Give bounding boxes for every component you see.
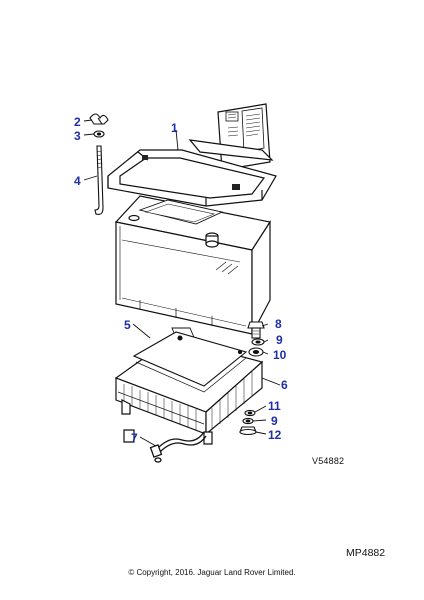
nut xyxy=(239,426,257,436)
drawing-reference: V54882 xyxy=(312,456,345,466)
illustration-reference: MP4882 xyxy=(346,547,386,559)
callout-10: 10 xyxy=(273,348,287,362)
washer-lower xyxy=(244,409,256,417)
callout-3: 3 xyxy=(74,129,81,143)
leader-lines xyxy=(83,119,281,447)
callout-9-lower: 9 xyxy=(271,414,278,428)
callout-1: 1 xyxy=(171,121,178,135)
insulation-pad xyxy=(132,331,248,393)
battery xyxy=(114,195,271,335)
battery-clamp-frame xyxy=(107,103,277,207)
spring-washer xyxy=(242,417,254,425)
callout-8: 8 xyxy=(275,317,282,331)
callout-2: 2 xyxy=(74,115,81,129)
earth-cable xyxy=(149,431,207,463)
bolt xyxy=(247,321,265,339)
callout-7: 7 xyxy=(131,431,138,445)
washer-upper xyxy=(251,338,265,346)
washer xyxy=(93,130,105,138)
callout-12: 12 xyxy=(268,428,282,442)
wing-nut xyxy=(89,113,109,125)
callout-4: 4 xyxy=(74,174,81,188)
callout-5: 5 xyxy=(124,318,131,332)
callout-6: 6 xyxy=(281,378,288,392)
j-bolt xyxy=(94,145,104,215)
callout-9-upper: 9 xyxy=(276,333,283,347)
spacer-washer xyxy=(248,347,264,357)
copyright-notice: © Copyright, 2016. Jaguar Land Rover Lim… xyxy=(128,568,296,577)
callout-11: 11 xyxy=(268,399,281,413)
